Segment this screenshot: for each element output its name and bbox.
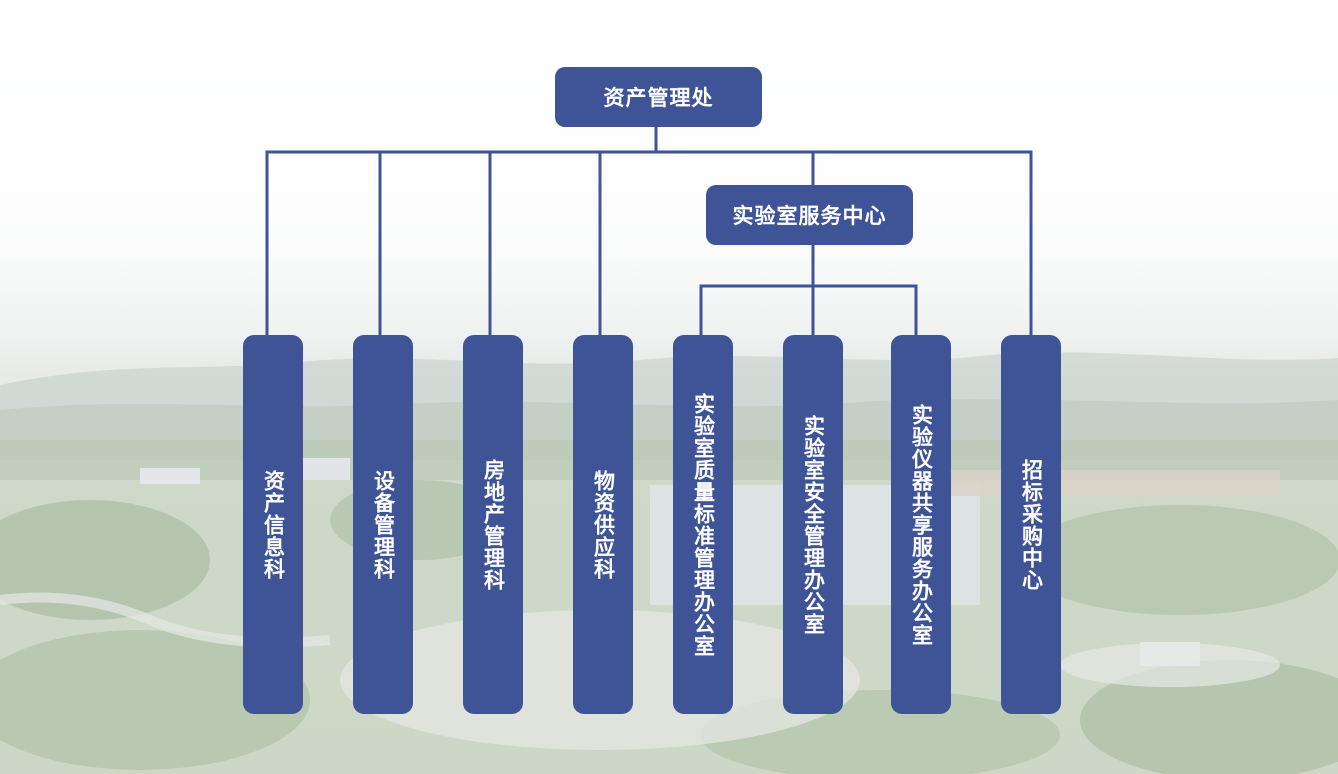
root-node: 资产管理处: [555, 67, 762, 127]
dept-node-lab-safety: 实验室安全管理办公室: [783, 335, 843, 714]
dept-node-materials: 物资供应科: [573, 335, 633, 714]
dept-node-procurement: 招标采购中心: [1001, 335, 1061, 714]
lab-center-node: 实验室服务中心: [706, 185, 913, 245]
dept-node-label: 设备管理科: [371, 469, 396, 580]
dept-node-label: 房地产管理科: [481, 458, 506, 591]
dept-node-label: 资产信息科: [261, 469, 286, 580]
root-node-label: 资产管理处: [603, 86, 714, 110]
dept-node-label: 实验室质量标准管理办公室: [691, 392, 716, 657]
dept-node-lab-quality: 实验室质量标准管理办公室: [673, 335, 733, 714]
dept-node-label: 实验仪器共享服务办公室: [909, 403, 934, 646]
dept-node-equipment: 设备管理科: [353, 335, 413, 714]
dept-node-instrument-sharing: 实验仪器共享服务办公室: [891, 335, 951, 714]
dept-node-label: 招标采购中心: [1019, 458, 1044, 591]
dept-node-label: 实验室安全管理办公室: [801, 414, 826, 635]
dept-node-label: 物资供应科: [591, 469, 616, 580]
dept-node-asset-info: 资产信息科: [243, 335, 303, 714]
dept-node-real-estate: 房地产管理科: [463, 335, 523, 714]
lab-center-node-label: 实验室服务中心: [732, 204, 887, 228]
